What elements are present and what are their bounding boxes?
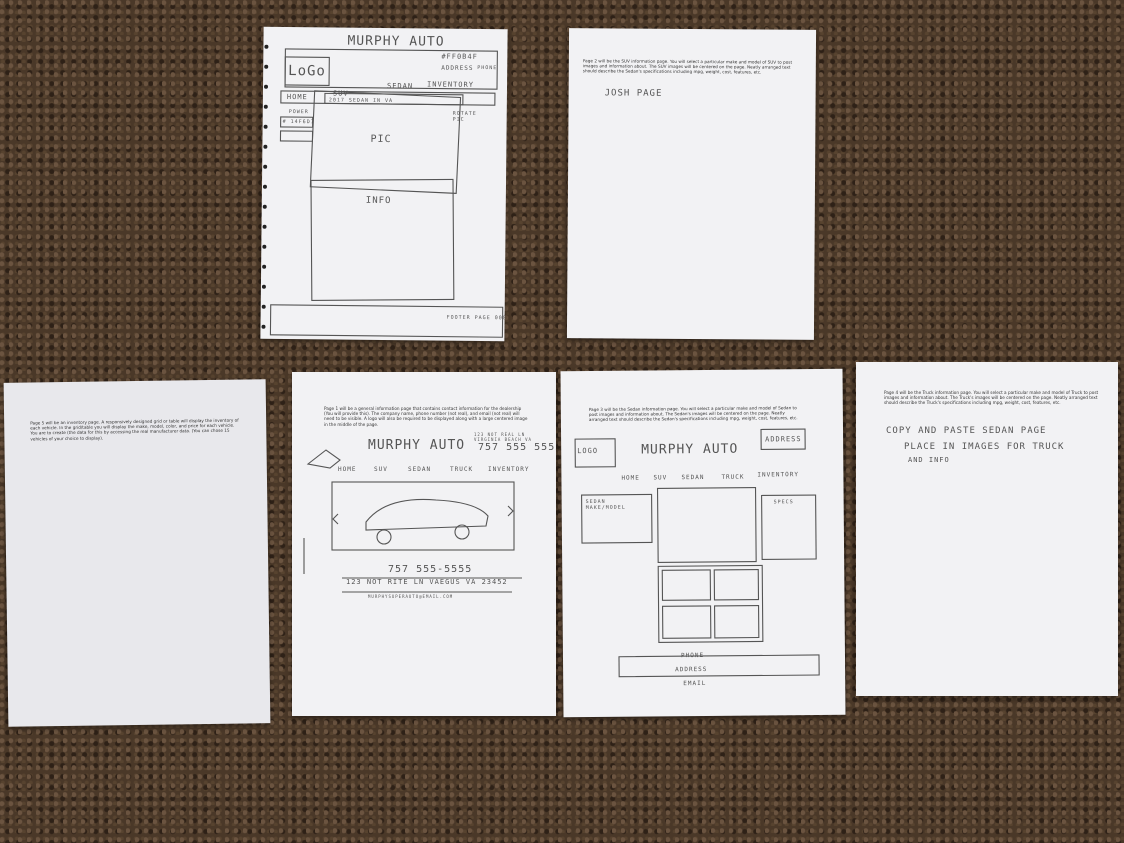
sedan-address: ADDRESS — [765, 435, 802, 444]
car-wheel-front — [376, 529, 392, 545]
sedan-nav-0: HOME — [621, 474, 640, 482]
home-hex: #FF0B4F — [441, 52, 478, 61]
sedan-nav-1: SUV — [653, 474, 668, 482]
home-title: MURPHY AUTO — [347, 33, 445, 50]
sedan-logo-box — [574, 438, 616, 468]
sedan-gallery-box — [657, 564, 764, 643]
contact-nav-1: SUV — [374, 466, 388, 473]
sedan-thumb-3 — [661, 605, 712, 639]
info-box — [310, 178, 455, 302]
contact-nav-0: HOME — [338, 466, 357, 473]
suv-page-sheet: Page 2 will be the SUV information page.… — [566, 28, 817, 340]
spiral-holes — [261, 44, 269, 329]
sedan-instructions: Page 3 will be the Sedan information pag… — [588, 405, 798, 423]
sedan-spec-label: SPECS — [773, 499, 794, 506]
footer-box — [269, 304, 504, 338]
home-power-0: POWER — [288, 108, 309, 116]
contact-address-note: 123 NOT REAL LN VIRGINIA BEACH VA — [474, 432, 532, 442]
home-nav-1: SUV — [332, 89, 349, 98]
contact-hero-box — [331, 481, 515, 551]
truck-note-2: PLACE IN IMAGES FOR TRUCK — [904, 442, 1065, 452]
home-wireframe-sheet: MURPHY AUTO LoGo #FF0B4F ADDRESS PHONE H… — [260, 26, 508, 342]
home-address: ADDRESS — [441, 64, 474, 72]
home-nav-0: HOME — [286, 92, 308, 102]
home-power-1: # 14F6D7 — [282, 118, 315, 126]
contact-wireframe-drawing — [303, 449, 522, 593]
sedan-title: MURPHY AUTO — [641, 441, 739, 458]
contact-phone-bottom: 757 555-5555 — [388, 564, 473, 575]
sedan-footer-phone: PHONE — [680, 651, 705, 660]
contact-logo-sketch — [306, 449, 341, 469]
home-rotate: ROTATE PIC — [452, 110, 477, 123]
car-sketch — [365, 498, 489, 531]
contact-phone-top: 757 555 5555 — [478, 442, 556, 453]
sedan-footer-address: ADDRESS — [675, 665, 708, 674]
sedan-footer-box — [618, 654, 820, 678]
sedan-page-sheet: Page 3 will be the Sedan information pag… — [560, 368, 846, 718]
sedan-address-box — [760, 428, 806, 451]
sedan-thumb-2 — [713, 568, 760, 601]
home-phone: PHONE — [477, 64, 498, 72]
suv-instructions: Page 2 will be the SUV information page.… — [582, 58, 793, 75]
contact-footer-lines — [342, 577, 522, 593]
sedan-specs-box — [761, 494, 817, 561]
contact-page-sheet: Page 1 will be a general information pag… — [292, 372, 556, 716]
home-sub-nav: 2017 SEDAN IN VA — [328, 97, 394, 105]
sedan-side-box — [581, 493, 653, 544]
home-nav-3: INVENTORY — [427, 80, 475, 89]
sedan-wireframe-drawing — [574, 428, 820, 678]
inventory-page-sheet: Page 5 will be an inventory page. A resp… — [3, 379, 271, 727]
sedan-footer-email: EMAIL — [683, 679, 707, 688]
sedan-nav-2: SEDAN — [681, 473, 705, 482]
contact-instructions: Page 1 will be a general information pag… — [324, 406, 528, 427]
logo-box — [284, 56, 330, 86]
truck-page-sheet: Page 4 will be the Truck information pag… — [856, 362, 1118, 696]
inventory-instructions: Page 5 will be an inventory page. A resp… — [30, 417, 239, 442]
carousel-arrows — [332, 505, 514, 525]
home-nav-2: SEDAN — [386, 82, 414, 91]
sedan-thumb-4 — [713, 604, 760, 639]
contact-email: MURPHYSUPERAUTO@EMAIL.COM — [368, 594, 454, 599]
truck-instructions: Page 4 will be the Truck information pag… — [884, 390, 1099, 406]
sedan-nav-4: INVENTORY — [757, 471, 799, 479]
home-info: INFO — [365, 195, 392, 207]
power-box-2 — [279, 130, 314, 142]
sedan-logo: LOGO — [577, 446, 599, 456]
contact-nav-4: INVENTORY — [488, 466, 530, 473]
home-logo: LoGo — [288, 62, 326, 80]
home-pic: PIC — [370, 133, 392, 146]
contact-address: 123 NOT RITE LN VAEGUS VA 23452 — [346, 578, 508, 586]
car-wheel-rear — [454, 524, 470, 540]
contact-nav-2: SEDAN — [408, 466, 432, 473]
home-wireframe-drawing — [261, 44, 504, 338]
truck-note-1: COPY AND PASTE SEDAN PAGE — [886, 426, 1047, 436]
contact-nav-3: TRUCK — [450, 466, 474, 473]
truck-note-3: AND INFO — [908, 456, 950, 464]
sedan-main-image-box — [656, 486, 757, 563]
sedan-thumb-1 — [661, 569, 712, 601]
power-box — [280, 116, 314, 128]
sedan-nav-3: TRUCK — [721, 473, 745, 481]
contact-title: MURPHY AUTO — [368, 438, 466, 453]
home-footer: FOOTER PAGE 000 — [446, 314, 507, 322]
sedan-side-label: SEDAN MAKE/MODEL — [585, 498, 626, 512]
suv-note: JOSH PAGE — [604, 88, 663, 99]
